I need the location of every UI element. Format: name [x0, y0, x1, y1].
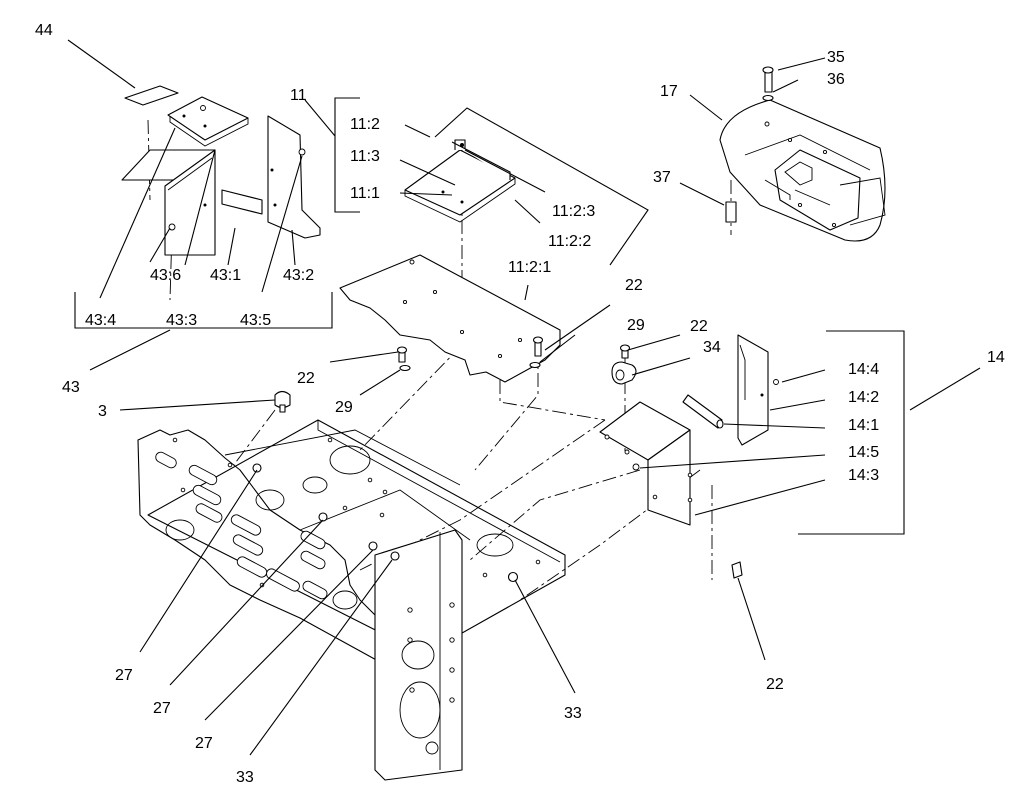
callout-labels: 44 11 11:2 11:3 11:1 11:2:3 11:2:2 11:2:… — [35, 22, 1005, 786]
callout-22-a: 22 — [297, 370, 315, 387]
callout-22-d: 22 — [766, 676, 784, 693]
part-17-cover — [719, 66, 886, 242]
callout-43-4: 43:4 — [85, 312, 116, 329]
part-11-sub-bracket — [404, 139, 516, 223]
assembly-lines — [147, 119, 732, 601]
callout-33-a: 33 — [236, 769, 254, 786]
callout-11: 11 — [290, 87, 307, 104]
callout-33-b: 33 — [564, 705, 582, 722]
callout-44: 44 — [35, 22, 53, 39]
callout-3: 3 — [98, 403, 107, 420]
callout-37: 37 — [653, 169, 671, 186]
callout-43: 43 — [62, 379, 80, 396]
callout-14-1: 14:1 — [848, 417, 879, 434]
callout-11-2: 11:2 — [350, 116, 380, 133]
leader-lines — [67, 39, 981, 756]
callout-27-a: 27 — [115, 667, 133, 684]
callout-43-3: 43:3 — [166, 312, 197, 329]
callout-43-1: 43:1 — [210, 267, 241, 284]
callout-14-5: 14:5 — [848, 444, 879, 461]
callout-11-2-2: 11:2:2 — [548, 233, 591, 250]
part-44-pad — [124, 85, 179, 106]
callout-29-b: 29 — [627, 317, 645, 334]
callout-14: 14 — [987, 349, 1005, 366]
callout-27-c: 27 — [195, 735, 213, 752]
callout-11-1: 11:1 — [350, 185, 380, 202]
callout-22-c: 22 — [690, 318, 708, 335]
callout-43-6: 43:6 — [150, 267, 181, 284]
callout-34: 34 — [703, 339, 721, 356]
callout-22-b: 22 — [625, 277, 643, 294]
callout-14-4: 14:4 — [848, 361, 879, 378]
group-brackets — [74, 97, 905, 535]
callout-14-3: 14:3 — [848, 467, 879, 484]
fasteners — [274, 336, 743, 579]
callout-43-2: 43:2 — [283, 267, 314, 284]
upper-mounting-plate — [339, 254, 561, 383]
callout-29-a: 29 — [335, 399, 353, 416]
callout-36: 36 — [827, 71, 845, 88]
callout-11-2-1: 11:2:1 — [508, 259, 551, 276]
callout-11-3: 11:3 — [350, 148, 380, 165]
callout-17: 17 — [660, 83, 678, 100]
main-frame — [137, 419, 566, 781]
callout-14-2: 14:2 — [848, 389, 879, 406]
callout-43-5: 43:5 — [240, 312, 271, 329]
callout-35: 35 — [827, 49, 845, 66]
callout-27-b: 27 — [153, 700, 171, 717]
part-14-bracket-assembly — [599, 334, 779, 526]
callout-11-2-3: 11:2:3 — [552, 203, 595, 220]
part-43-bracket-assembly — [121, 96, 321, 256]
